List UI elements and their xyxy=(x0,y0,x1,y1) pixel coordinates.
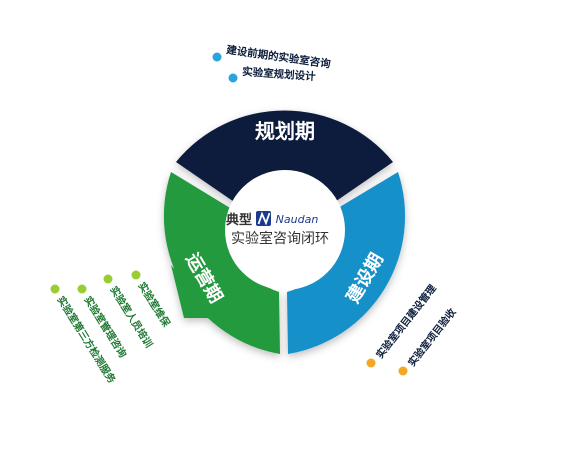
operation-item-list: 实验室维保 实验室人员培训 实验室管理咨询 实验室第三方检测服务 xyxy=(50,270,174,386)
operation-bullet-icon xyxy=(50,284,60,294)
planning-item-list: 建设前期的实验室咨询 实验室规划设计 xyxy=(212,43,332,83)
naudan-logo-icon xyxy=(256,211,271,226)
construction-segment xyxy=(287,172,406,354)
operation-bullet-icon xyxy=(103,274,113,284)
planning-bullet-icon xyxy=(228,73,238,83)
operation-bullet-icon xyxy=(77,284,87,294)
construction-bullet-icon xyxy=(366,358,376,368)
center-line1: 典型 xyxy=(226,212,252,228)
construction-item-list: 实验室项目建设管理 实验室项目验收 xyxy=(366,282,458,376)
planning-item: 实验室规划设计 xyxy=(242,65,317,83)
construction-bullet-icon xyxy=(398,366,408,376)
planning-segment xyxy=(176,110,393,208)
center-logo-text: Naudan xyxy=(276,213,319,226)
center-disk xyxy=(225,170,345,290)
planning-bullet-icon xyxy=(212,52,222,62)
center-line2: 实验室咨询闭环 xyxy=(231,230,329,247)
operation-bullet-icon xyxy=(131,270,141,280)
phase-name-planning: 规划期 xyxy=(255,119,315,143)
planning-item: 建设前期的实验室咨询 xyxy=(225,43,332,71)
center-logo: 典型 Naudan 实验室咨询闭环 xyxy=(226,211,329,247)
operation-segment xyxy=(163,172,280,354)
